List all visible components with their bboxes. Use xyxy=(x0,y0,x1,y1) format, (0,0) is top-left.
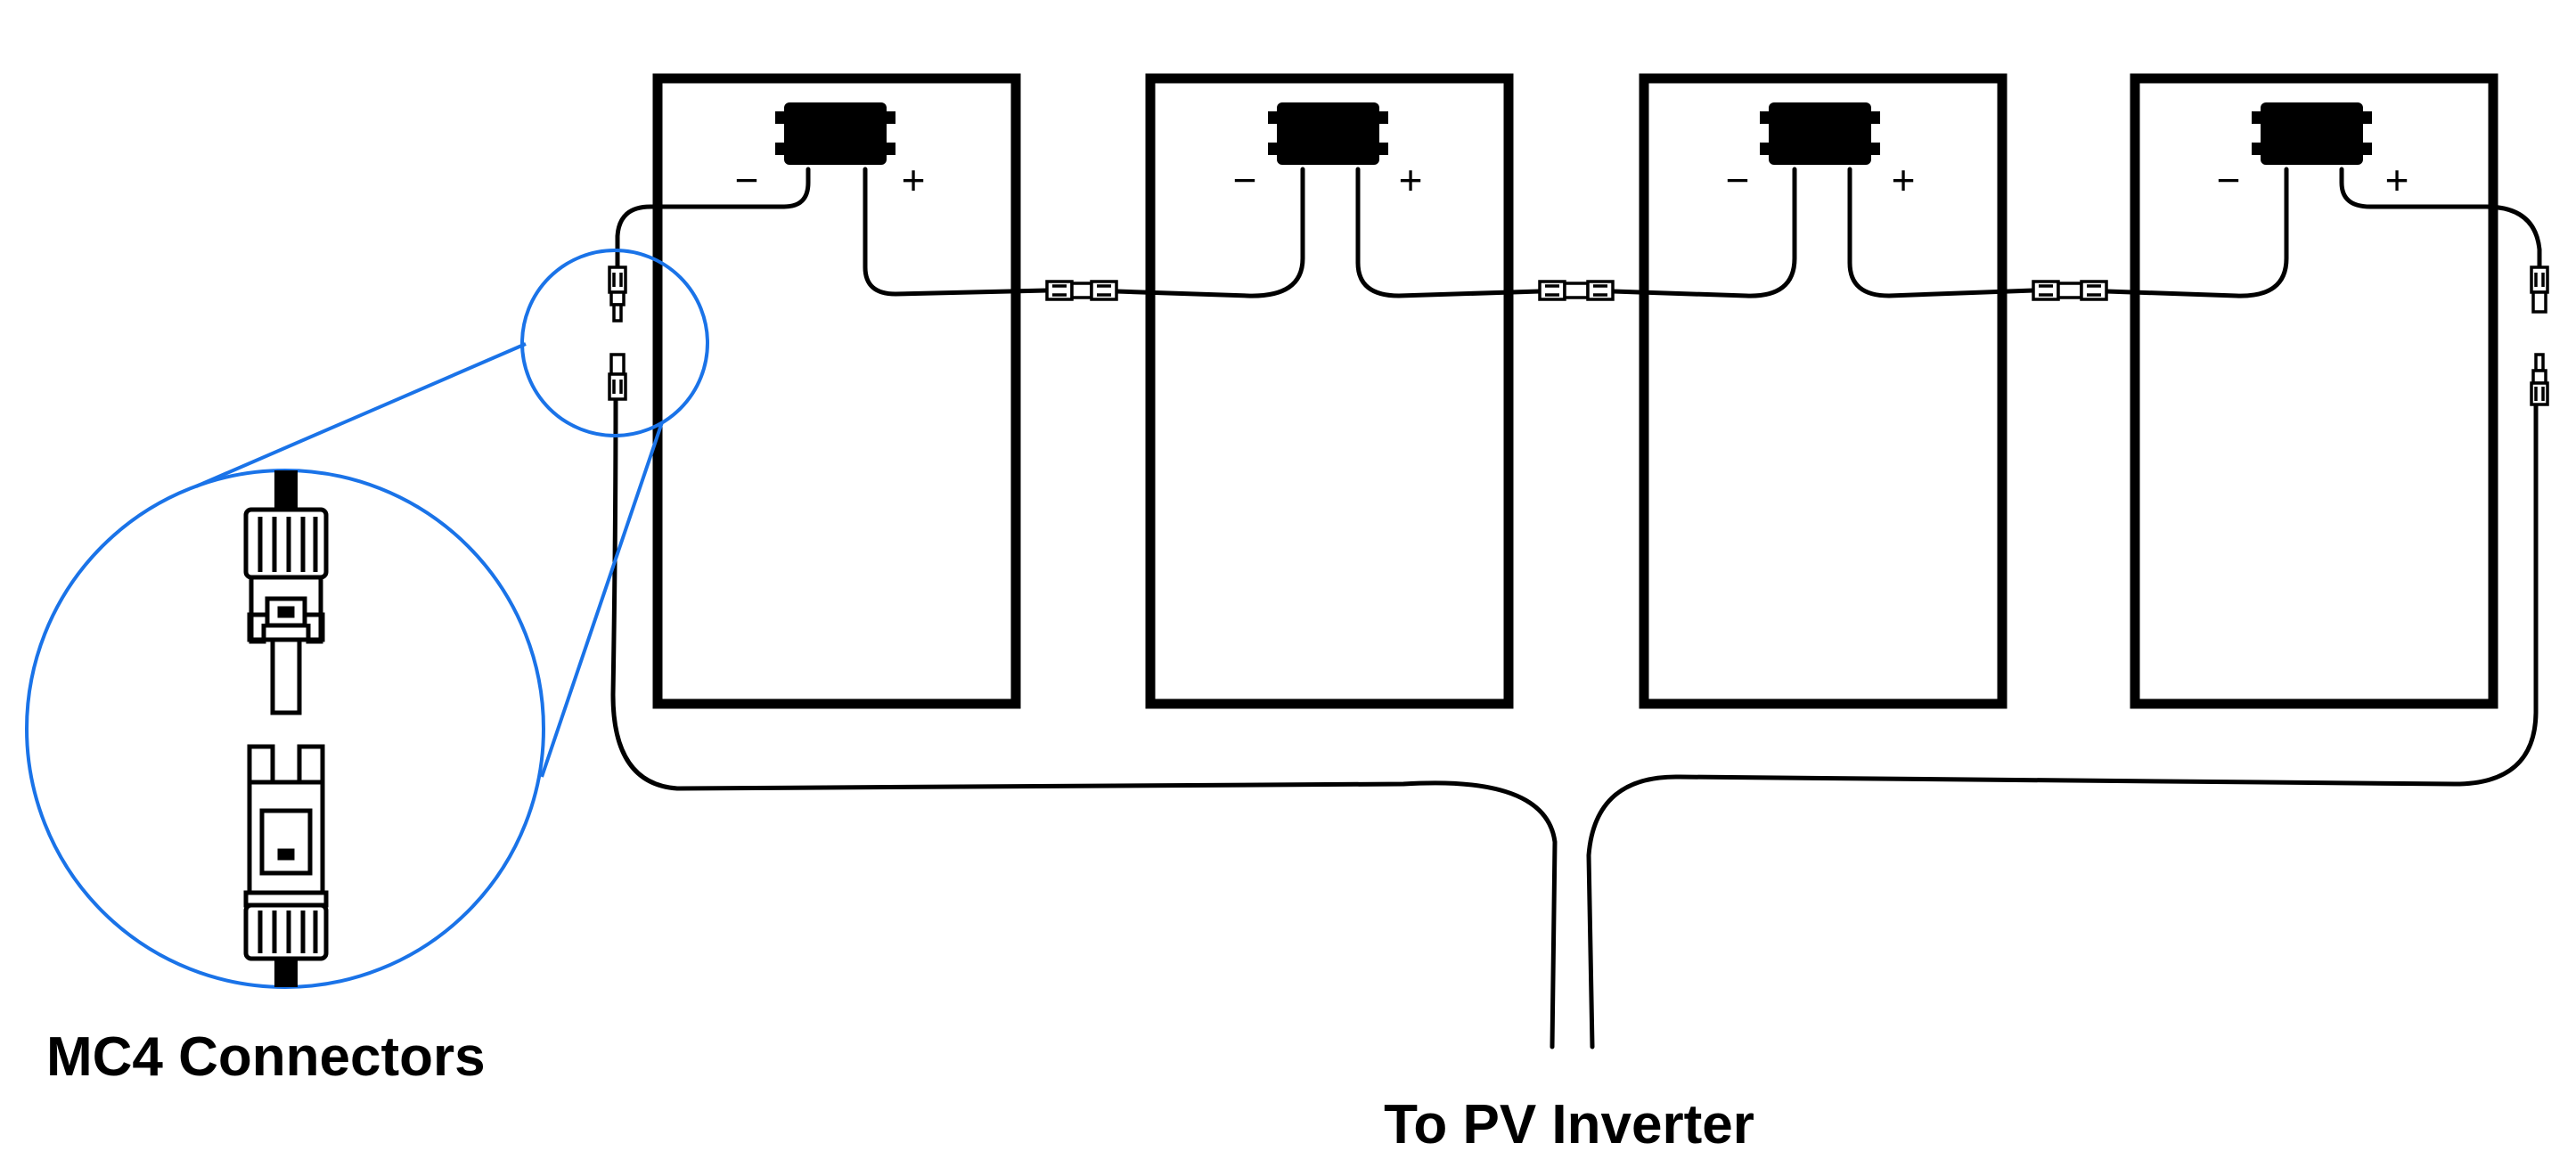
small-highlight-circle xyxy=(520,249,709,437)
left-mc4-female xyxy=(608,353,627,401)
panel-1-negative-cable xyxy=(615,167,811,270)
mc4-pair-1-2 xyxy=(1045,280,1118,301)
panel-2-minus-label: − xyxy=(1233,157,1257,203)
junction-box-1 xyxy=(775,102,895,165)
solar-panels xyxy=(652,73,2498,709)
panel-3-to-4-cable-b xyxy=(2104,167,2289,298)
mc4-pair-3-4 xyxy=(2032,280,2108,301)
panel-1-to-2-cable-b xyxy=(1114,167,1305,298)
right-return-cable xyxy=(1586,398,2539,1049)
panel-2-to-3-cable xyxy=(1355,167,1542,298)
panel-4-plus-label: + xyxy=(2385,157,2409,203)
enlarged-cable-top xyxy=(274,470,298,513)
solar-panel-2 xyxy=(1145,73,1514,709)
magnifier xyxy=(25,249,709,989)
panel-3-to-4-cable xyxy=(1847,167,2036,298)
panel-1-to-2-cable xyxy=(863,167,1050,297)
enlarged-mc4 xyxy=(243,470,329,987)
panel-4-positive-cable xyxy=(2339,167,2542,270)
junction-box-4 xyxy=(2252,102,2372,165)
right-mc4-male xyxy=(2530,353,2549,406)
mc4-connectors xyxy=(608,265,2549,406)
magnifier-line-bottom xyxy=(540,421,664,778)
left-mc4-male xyxy=(608,265,627,323)
panel-1-plus-label: + xyxy=(902,157,926,203)
panel-1-minus-label: − xyxy=(735,157,759,203)
panel-3-minus-label: − xyxy=(1726,157,1750,203)
panel-4-minus-label: − xyxy=(2217,157,2241,203)
magnifier-line-top xyxy=(195,342,527,488)
solar-panel-3 xyxy=(1639,73,2008,709)
enlarged-mc4-female xyxy=(243,744,329,961)
mc4-connectors-label: MC4 Connectors xyxy=(46,1026,486,1088)
enlarged-mc4-male xyxy=(243,507,329,715)
panel-2-plus-label: + xyxy=(1399,157,1423,203)
solar-panel-4 xyxy=(2130,73,2498,709)
mc4-pair-2-3 xyxy=(1538,280,1615,301)
cables xyxy=(610,167,2542,1049)
junction-boxes xyxy=(775,102,2372,165)
polarity-labels: − + − + − + − + xyxy=(735,157,2409,203)
junction-box-2 xyxy=(1268,102,1388,165)
pv-inverter-label: To PV Inverter xyxy=(1384,1094,1754,1156)
panel-2-to-3-cable-b xyxy=(1610,167,1797,298)
panel-3-plus-label: + xyxy=(1892,157,1916,203)
solar-panel-1 xyxy=(652,73,1021,709)
right-mc4-female xyxy=(2530,265,2549,314)
left-return-cable xyxy=(610,394,1558,1049)
junction-box-3 xyxy=(1760,102,1880,165)
